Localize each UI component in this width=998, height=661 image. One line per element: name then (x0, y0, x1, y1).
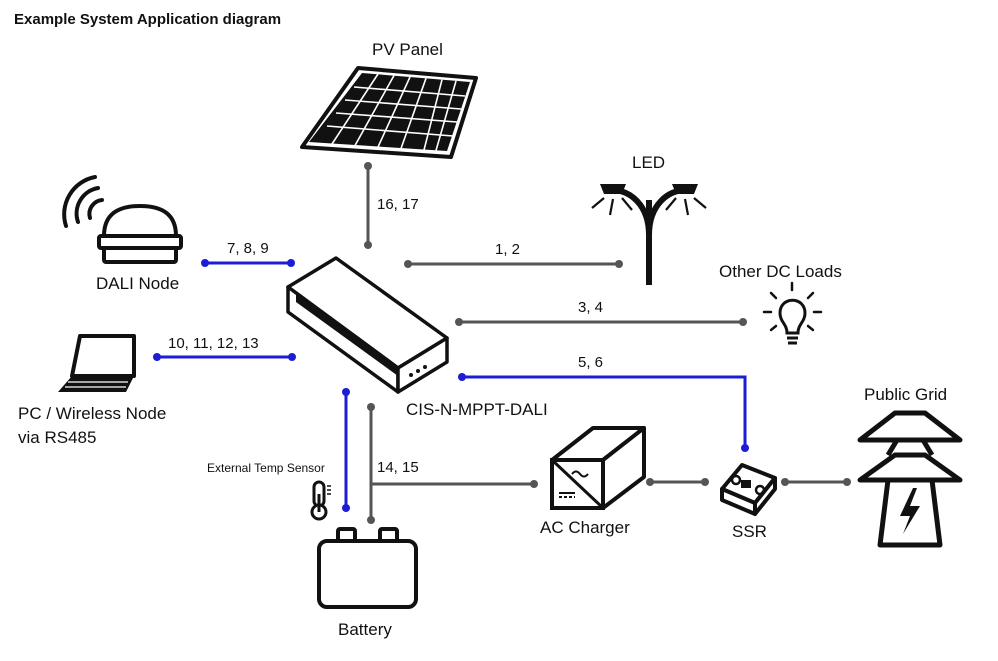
node-dot (342, 504, 350, 512)
controller-label: CIS-N-MPPT-DALI (406, 400, 548, 419)
node-dot (455, 318, 463, 326)
laptop-icon (58, 334, 136, 392)
ac-charger-label: AC Charger (540, 518, 630, 537)
node-dot (530, 480, 538, 488)
diagram-title: Example System Application diagram (14, 11, 282, 28)
node-dot (781, 478, 789, 486)
pv-panel-icon (300, 66, 478, 159)
thermometer-icon (310, 480, 331, 521)
node-dot (458, 373, 466, 381)
node-dot (287, 259, 295, 267)
node-dot (364, 241, 372, 249)
node-dot (367, 403, 375, 411)
connection-lines (153, 162, 851, 524)
pc-wireless-label-line2: via RS485 (18, 428, 97, 447)
ext-temp-sensor-label: External Temp Sensor (207, 461, 325, 475)
ssr-label: SSR (732, 522, 767, 541)
line-ssr-control (462, 375, 747, 448)
node-dot (646, 478, 654, 486)
power-tower-icon (857, 410, 963, 548)
public-grid-label: Public Grid (864, 385, 948, 404)
node-dot (342, 388, 350, 396)
rs485-connection-pins: 10, 11, 12, 13 (168, 335, 259, 352)
node-dot (615, 260, 623, 268)
node-dot (288, 353, 296, 361)
node-dot (153, 353, 161, 361)
battery-label: Battery (338, 620, 392, 639)
node-dot (843, 478, 851, 486)
node-dot (741, 444, 749, 452)
node-dot (201, 259, 209, 267)
dali-connection-pins: 7, 8, 9 (227, 240, 269, 257)
node-dot (739, 318, 747, 326)
led-connection-pins: 1, 2 (495, 241, 521, 258)
dali-node-icon (62, 175, 183, 264)
node-dot (701, 478, 709, 486)
battery-icon (317, 527, 418, 609)
ssr-icon (720, 463, 777, 516)
controller-box-icon (286, 256, 449, 394)
node-dot (367, 516, 375, 524)
other-dc-loads-label: Other DC Loads (719, 262, 842, 281)
node-dot (364, 162, 372, 170)
battery-connection-pins: 14, 15 (377, 459, 419, 476)
lightbulb-icon (762, 281, 823, 345)
dali-node-label: DALI Node (96, 274, 180, 293)
pc-wireless-label-line1: PC / Wireless Node (18, 404, 167, 423)
pv-panel-label: PV Panel (372, 40, 443, 59)
ssr-connection-pins: 5, 6 (578, 354, 604, 371)
dc-loads-connection-pins: 3, 4 (578, 299, 604, 316)
ac-charger-icon (550, 426, 646, 510)
pv-connection-pins: 16, 17 (377, 196, 419, 213)
led-label: LED (632, 153, 666, 172)
led-streetlight-icon (591, 184, 707, 285)
node-dot (404, 260, 412, 268)
